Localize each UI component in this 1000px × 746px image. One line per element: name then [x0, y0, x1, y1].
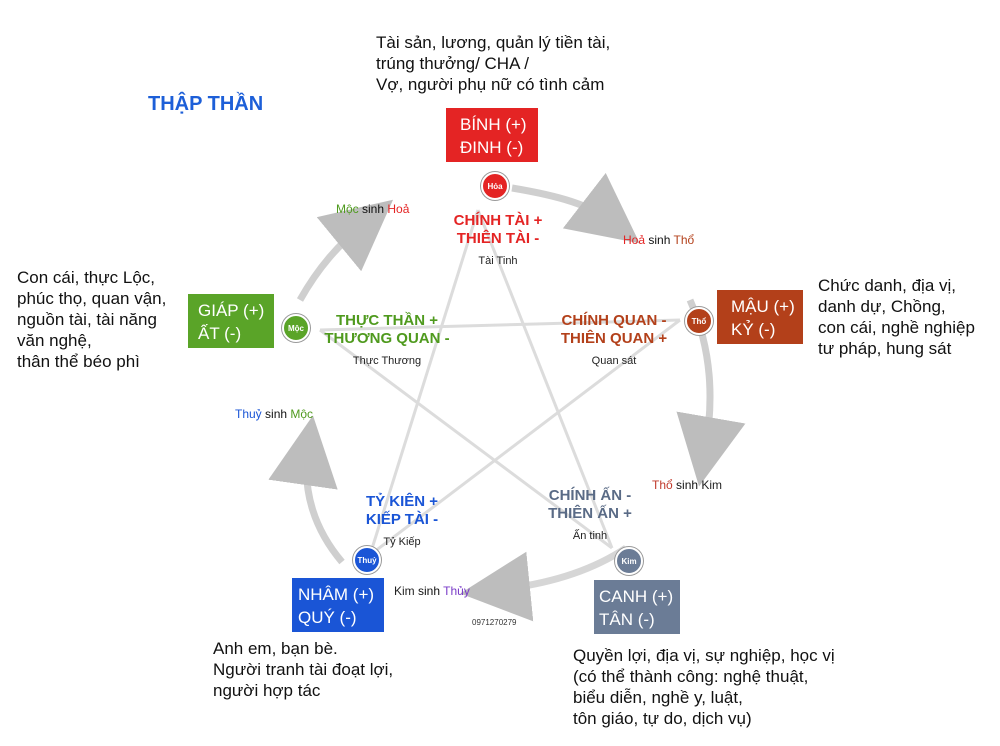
cycle-tho-kim-a: Thổ: [652, 478, 673, 492]
group-tai-line2: THIÊN TÀI -: [456, 230, 540, 247]
cycle-hoa-tho: Hoả sinh Thổ: [623, 233, 694, 247]
cycle-moc-hoa-a: Mộc: [336, 202, 359, 216]
group-an-line2: THIÊN ẤN +: [548, 505, 632, 522]
group-tai-tinh: CHÍNH TÀI + THIÊN TÀI - Tài Tinh: [430, 212, 566, 270]
thuy-desc-line: Người tranh tài đoạt lợi,: [213, 660, 394, 679]
moc-description: Con cái, thực Lộc, phúc thọ, quan vận, n…: [17, 267, 166, 372]
group-kiep-sub: Tỷ Kiếp: [383, 536, 421, 548]
group-thuong-sub: Thực Thương: [352, 355, 422, 367]
cycle-moc-hoa-mid: sinh: [358, 202, 388, 216]
cycle-thuy-moc-b: Mộc: [290, 407, 314, 421]
moc-line1: GIÁP (+): [198, 301, 265, 320]
tho-line2: KỶ (-): [731, 320, 776, 339]
cycle-kim-thuy-a: Kim: [394, 584, 415, 598]
cycle-kim-thuy-b: Thủy: [443, 584, 470, 598]
thuy-desc-line: người hợp tác: [213, 681, 321, 700]
group-an-sub: Ấn tinh: [572, 530, 608, 542]
group-quan-line2: THIÊN QUAN +: [560, 330, 668, 347]
group-kiep-line1: TỶ KIÊN +: [365, 493, 439, 510]
kim-box: CANH (+) TÂN (-): [594, 580, 680, 634]
star-hoa-kim: [476, 209, 614, 549]
group-an-tinh: CHÍNH ẤN - THIÊN ẤN + Ấn tinh: [534, 487, 646, 545]
hoa-desc-line: Tài sản, lương, quản lý tiền tài,: [376, 33, 611, 52]
page-title: THẬP THẦN: [148, 93, 264, 115]
cycle-thuy-moc: Thuỷ sinh Mộc: [235, 407, 313, 421]
thuy-line1: NHÂM (+): [298, 585, 375, 604]
hoa-description: Tài sản, lương, quản lý tiền tài, trúng …: [376, 32, 610, 95]
moc-desc-line: phúc thọ, quan vận,: [17, 289, 167, 308]
hoa-desc-line: trúng thưởng/ CHA /: [376, 54, 529, 73]
kim-desc-line: tôn giáo, tự do, dịch vụ): [573, 709, 752, 728]
hoa-line1: BÍNH (+): [460, 115, 527, 134]
star-thuy-hoa: [368, 209, 480, 556]
cycle-hoa-tho-a: Hoả: [623, 233, 646, 247]
group-quan-sat: CHÍNH QUAN - THIÊN QUAN + Quan sát: [544, 312, 684, 370]
cycle-moc-hoa: Mộc sinh Hoả: [336, 202, 409, 216]
moc-line2: ẤT (-): [198, 324, 242, 343]
kim-badge: Kim: [615, 547, 643, 575]
group-thuc-thuong: THỰC THẦN + THƯƠNG QUAN - Thực Thương: [312, 312, 462, 370]
kim-line1: CANH (+): [599, 587, 674, 606]
hoa-box: BÍNH (+) ĐINH (-): [446, 108, 538, 162]
kim-description: Quyền lợi, địa vị, sự nghiệp, học vị (có…: [573, 645, 835, 729]
star-kim-moc: [319, 328, 613, 550]
cycle-hoa-tho-mid: sinh: [645, 233, 674, 247]
kim-desc-line: biểu diễn, nghề y, luật,: [573, 688, 743, 707]
cycle-moc-hoa-b: Hoả: [387, 202, 410, 216]
moc-desc-line: nguồn tài, tài năng: [17, 310, 157, 329]
phone-number: 0971270279: [472, 618, 517, 627]
cycle-kim-thuy-mid: sinh: [414, 584, 444, 598]
hoa-desc-line: Vợ, người phụ nữ có tình cảm: [376, 75, 605, 94]
kim-desc-line: Quyền lợi, địa vị, sự nghiệp, học vị: [573, 646, 835, 665]
star-tho-thuy: [369, 318, 681, 557]
group-an-line1: CHÍNH ẤN -: [548, 487, 632, 504]
thuy-desc-line: Anh em, bạn bè.: [213, 639, 338, 658]
cycle-thuy-moc-mid: sinh: [261, 407, 291, 421]
kim-line2: TÂN (-): [599, 610, 655, 629]
cycle-tho-kim: Thổ sinh Kim: [652, 478, 722, 492]
tho-box: MẬU (+) KỶ (-): [717, 290, 803, 344]
cycle-thuy-moc-a: Thuỷ: [235, 407, 262, 421]
arrow-hoa-tho: [511, 172, 640, 244]
tho-description: Chức danh, địa vị, danh dự, Chồng, con c…: [818, 275, 975, 359]
cycle-tho-kim-mid: sinh: [672, 478, 702, 492]
tho-desc-line: con cái, nghề nghiệp: [818, 318, 975, 337]
cycle-tho-kim-b: Kim: [701, 478, 723, 492]
hoa-badge: Hỏa: [481, 172, 509, 200]
cycle-kim-thuy: Kim sinh Thủy: [394, 584, 470, 598]
group-tai-sub: Tài Tinh: [478, 255, 518, 267]
thuy-box: NHÂM (+) QUÝ (-): [292, 578, 384, 632]
tho-desc-line: danh dự, Chồng,: [818, 297, 946, 316]
star-moc-tho: [319, 318, 681, 332]
group-quan-sub: Quan sát: [591, 355, 637, 367]
moc-box: GIÁP (+) ẤT (-): [188, 294, 274, 348]
cycle-hoa-tho-b: Thổ: [673, 233, 695, 247]
hoa-line2: ĐINH (-): [460, 138, 524, 157]
group-kiep-line2: KIẾP TÀI -: [365, 511, 439, 528]
moc-desc-line: thân thể béo phì: [17, 352, 140, 371]
kim-desc-line: (có thể thành công: nghệ thuật,: [573, 667, 809, 686]
arrow-kim-thuy: [460, 545, 628, 622]
moc-desc-line: Con cái, thực Lộc,: [17, 268, 156, 287]
group-quan-line1: CHÍNH QUAN -: [561, 312, 667, 329]
tho-desc-line: Chức danh, địa vị,: [818, 276, 957, 295]
thuy-line2: QUÝ (-): [298, 608, 357, 627]
moc-badge: Mộc: [282, 314, 310, 342]
thuy-description: Anh em, bạn bè. Người tranh tài đoạt lợi…: [213, 638, 393, 701]
group-thuong-line1: THỰC THẦN +: [335, 312, 439, 329]
tho-line1: MẬU (+): [731, 297, 795, 316]
group-thuong-line2: THƯƠNG QUAN -: [324, 330, 450, 347]
tho-badge: Thổ: [685, 307, 713, 335]
thuy-badge: Thuỷ: [353, 546, 381, 574]
moc-desc-line: văn nghệ,: [17, 331, 92, 350]
arrow-thuy-moc: [268, 415, 345, 565]
group-ty-kiep: TỶ KIÊN + KIẾP TÀI - Tỷ Kiếp: [346, 493, 458, 551]
group-tai-line1: CHÍNH TÀI +: [453, 212, 543, 229]
arrow-moc-hoa: [296, 199, 394, 302]
tho-desc-line: tư pháp, hung sát: [818, 339, 952, 358]
